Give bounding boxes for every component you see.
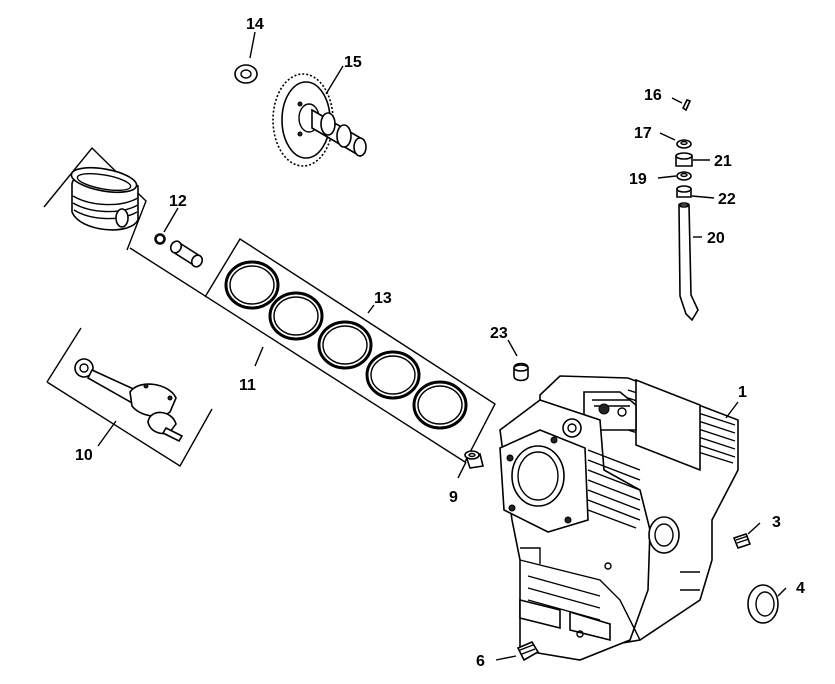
callout-22: 22: [718, 191, 736, 208]
piston-ring-set-icon: [224, 260, 468, 430]
conn-rod-group-frame: [46, 327, 213, 467]
breather-plug-icon: [732, 533, 752, 549]
callout-15: 15: [344, 54, 362, 71]
piston-icon: [70, 166, 139, 231]
callout-19: 19: [629, 171, 647, 188]
callout-14: 14: [246, 16, 264, 33]
leader-lines: [97, 31, 787, 661]
piston-pin-retainer-icon: [154, 233, 204, 268]
callout-10: 10: [75, 447, 93, 464]
shim-washer-icon: [234, 64, 258, 84]
callout-12: 12: [169, 193, 187, 210]
callout-20: 20: [707, 230, 725, 247]
callout-4: 4: [796, 580, 805, 597]
callout-21: 21: [714, 153, 732, 170]
oil-seal-icon: [747, 584, 779, 624]
dipstick-tube-icon: [675, 99, 699, 322]
callout-16: 16: [644, 87, 662, 104]
grommet-icon: [513, 362, 529, 382]
connecting-rod-icon: [74, 358, 184, 443]
callout-13: 13: [374, 290, 392, 307]
callout-labels: 1 3 4 6 9 10 11 12 13 14 15 16 17 19 20 …: [75, 16, 805, 670]
callout-23: 23: [490, 325, 508, 342]
callout-11: 11: [239, 377, 256, 394]
callout-3: 3: [772, 514, 781, 531]
dowel-pin-icon: [464, 450, 484, 469]
drain-plug-icon: [516, 640, 540, 662]
callout-17: 17: [634, 125, 652, 142]
callout-1: 1: [738, 384, 747, 401]
camshaft-gear-icon: [272, 73, 367, 167]
crankcase-block-icon: [499, 375, 739, 661]
callout-6: 6: [476, 653, 485, 670]
callout-9: 9: [449, 489, 458, 506]
